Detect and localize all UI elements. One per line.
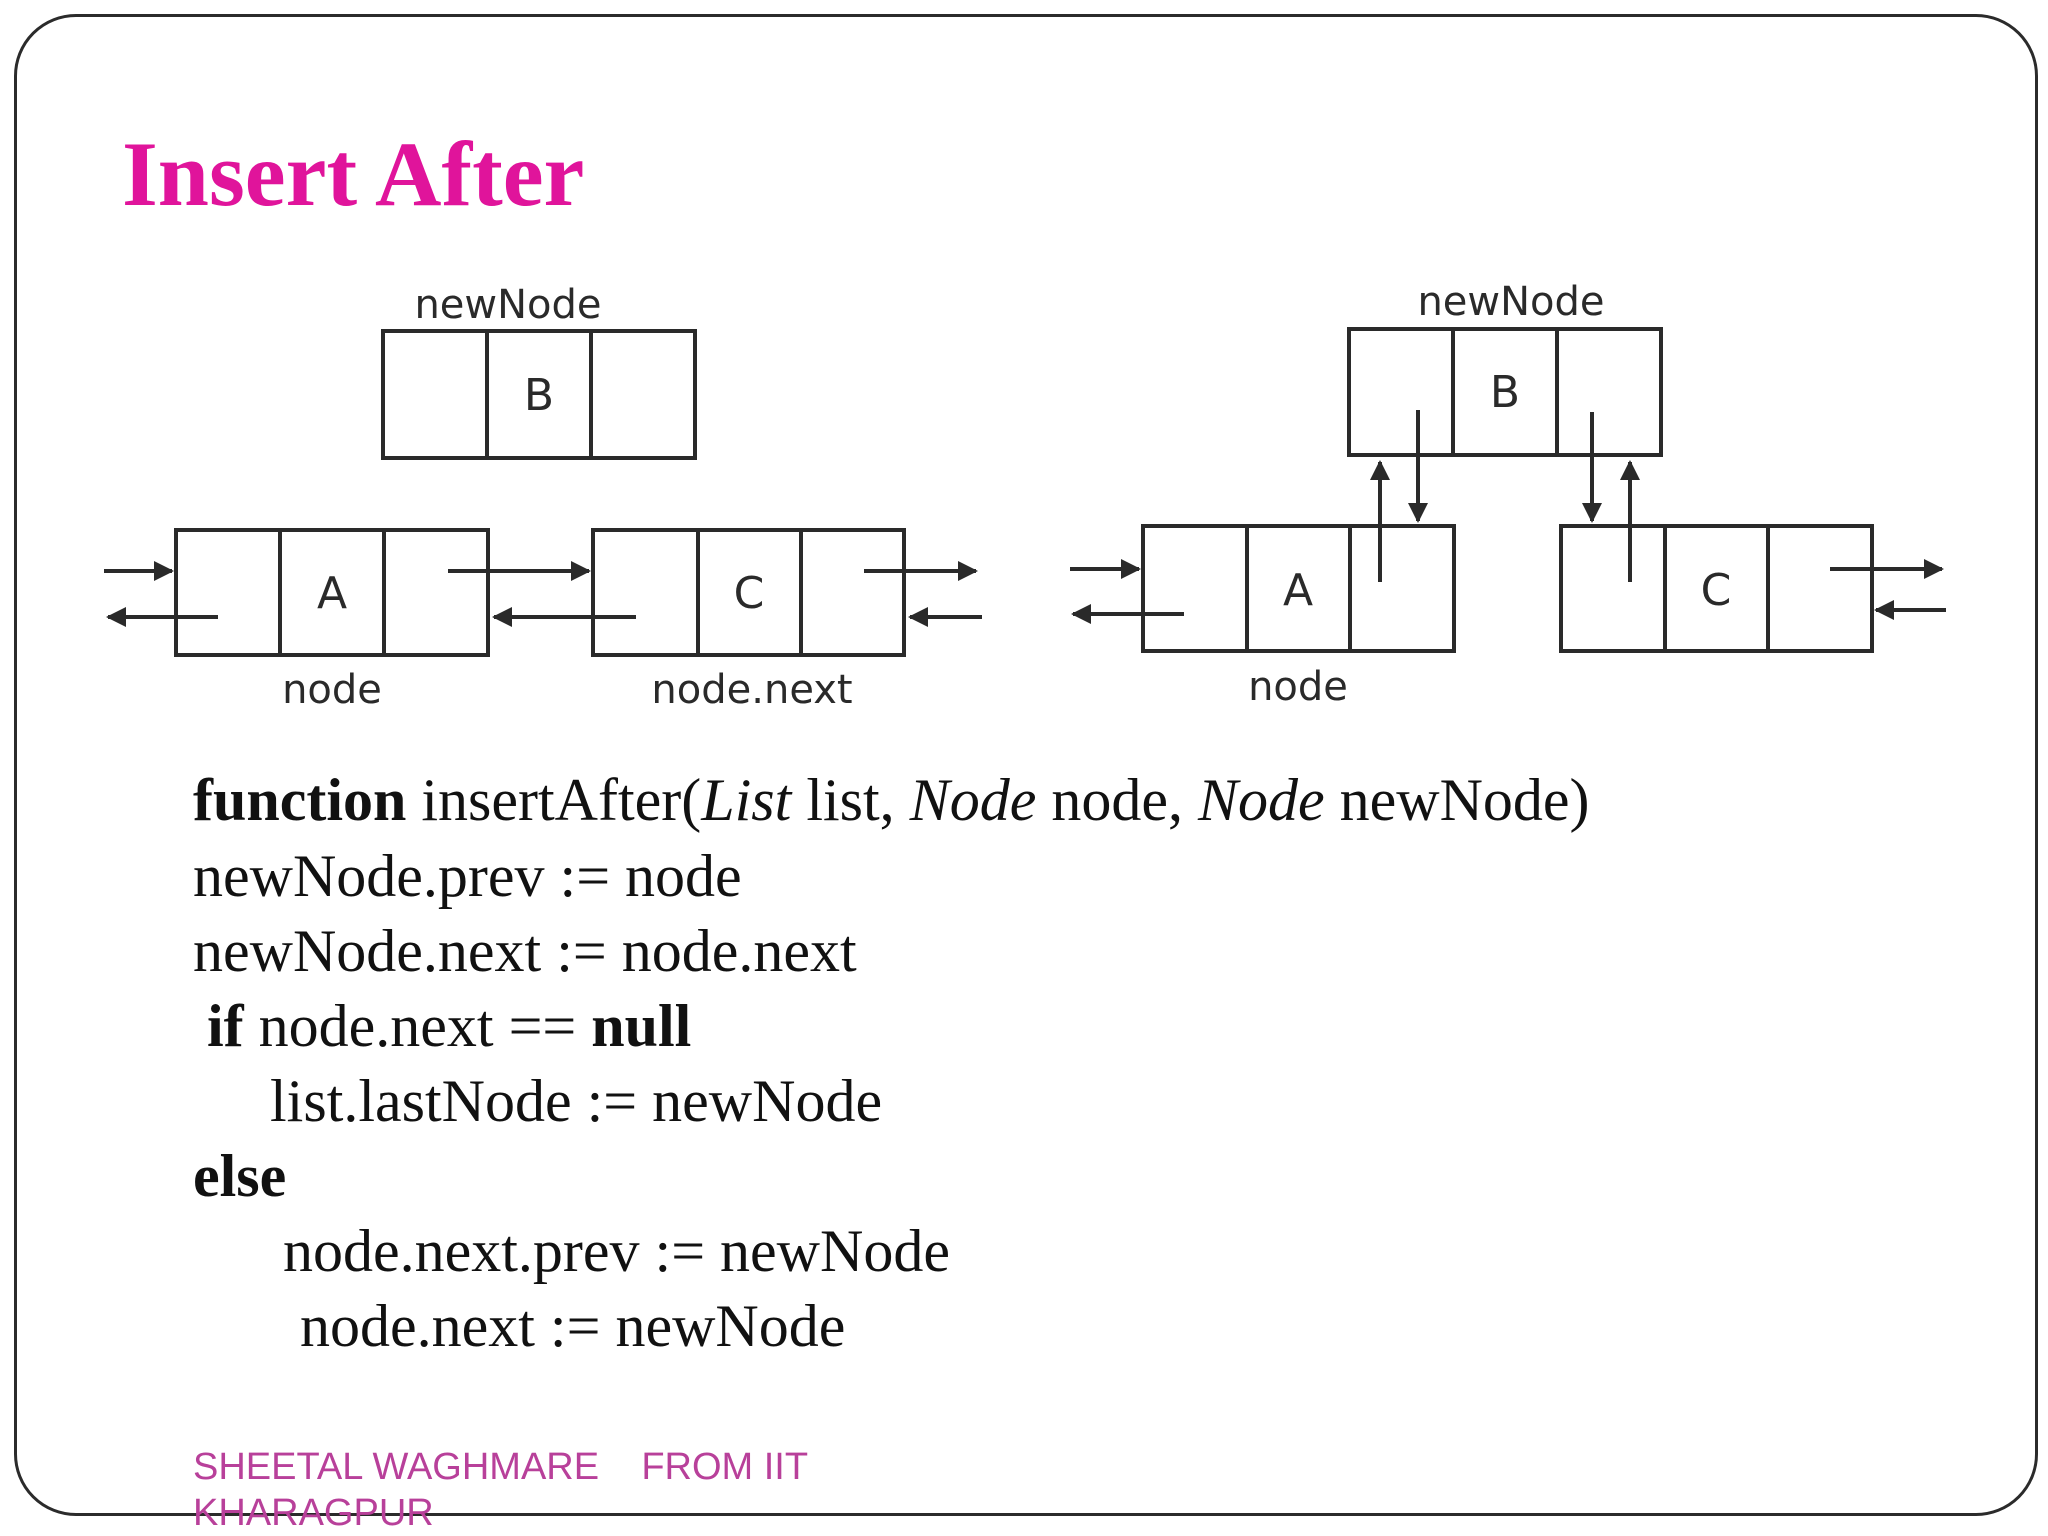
- code-line-else: else: [193, 1143, 287, 1209]
- right-arrows: [1070, 410, 1946, 624]
- right-node-c-value: C: [1701, 565, 1732, 616]
- code-line-next: newNode.next := node.next: [193, 918, 857, 984]
- code-line-lastnode: list.lastNode := newNode: [270, 1068, 883, 1134]
- right-node-c-box: [1559, 524, 1874, 653]
- code-line-next-assign: node.next := newNode: [300, 1293, 846, 1359]
- left-arrows: [104, 561, 982, 627]
- right-newnode-value: B: [1490, 367, 1520, 418]
- left-newnode-label: newNode: [414, 282, 601, 328]
- left-node-label: node: [282, 667, 382, 713]
- footer-place: KHARAGPUR: [193, 1492, 434, 1534]
- code-line-next-prev: node.next.prev := newNode: [283, 1218, 950, 1284]
- footer-author: SHEETAL WAGHMARE: [193, 1446, 600, 1488]
- right-node-label: node: [1248, 664, 1348, 710]
- left-node-c-value: C: [734, 568, 765, 619]
- left-node-a-value: A: [317, 568, 347, 619]
- slide-frame: [14, 14, 2038, 1516]
- left-node-a-box: [174, 528, 490, 657]
- right-newnode-box: [1347, 327, 1663, 457]
- left-next-label: node.next: [651, 667, 852, 713]
- left-node-c-box: [591, 528, 906, 657]
- slide-footer: SHEETAL WAGHMARE FROM IIT KHARAGPUR: [193, 1444, 893, 1536]
- right-node-a-value: A: [1283, 565, 1313, 616]
- left-newnode-value: B: [524, 370, 554, 421]
- code-line-prev: newNode.prev := node: [193, 843, 742, 909]
- footer-from: FROM IIT: [641, 1446, 809, 1488]
- right-node-a-box: [1141, 524, 1456, 653]
- code-line-signature: function insertAfter(List list, Node nod…: [193, 767, 1590, 833]
- code-line-if: if node.next == null: [207, 993, 692, 1059]
- left-newnode-box: [381, 329, 697, 460]
- slide-title: Insert After: [122, 123, 585, 225]
- right-newnode-label: newNode: [1417, 279, 1604, 325]
- linked-list-diagram: newNode B A node C node.next newNode B: [104, 279, 1946, 713]
